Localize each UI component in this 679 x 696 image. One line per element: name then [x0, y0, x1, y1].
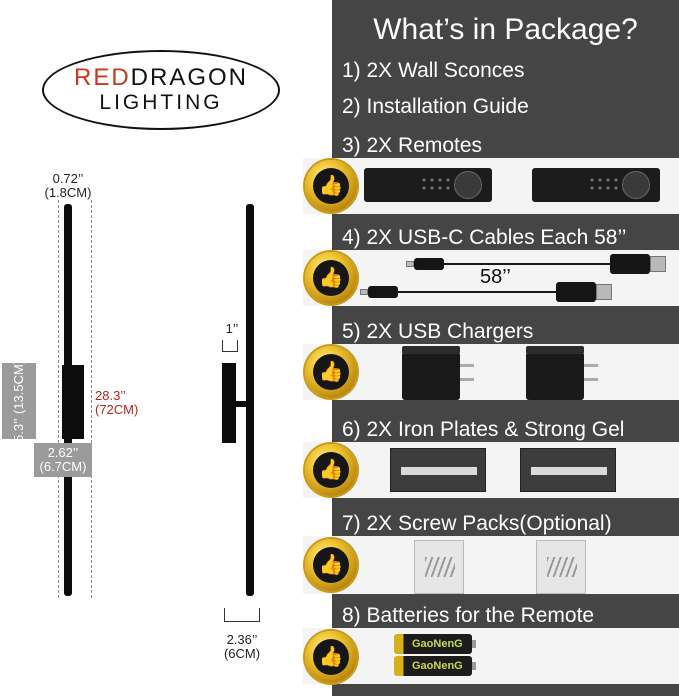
item-8-badge: 👍	[305, 631, 357, 683]
usb-charger-1	[402, 346, 460, 400]
brand-name-red: RED	[73, 64, 131, 91]
item-8-label: 8) Batteries for the Remote	[342, 604, 595, 627]
iron-plate-2	[520, 448, 616, 492]
dim-side-depth-bracket	[224, 608, 260, 622]
thumbs-up-icon: 👍	[313, 354, 349, 390]
battery-1: GaoNenG	[394, 634, 476, 654]
front-base	[62, 365, 84, 439]
usb-charger-2	[526, 346, 584, 400]
thumbs-up-icon: 👍	[313, 452, 349, 488]
dim-line-left	[58, 200, 59, 598]
package-title: What’s in Package?	[373, 13, 638, 46]
dim-side-depth: 2.36’’ (6CM)	[223, 632, 261, 661]
thumbs-up-icon: 👍	[313, 547, 349, 583]
item-2-label: 2) Installation Guide	[342, 95, 529, 118]
dim-total-length: 28.3’’ (72CM)	[95, 388, 139, 417]
cable-length-label: 58’’	[480, 266, 511, 288]
item-6-badge: 👍	[305, 444, 357, 496]
iron-plate-1	[390, 448, 486, 492]
item-7-badge: 👍	[305, 539, 357, 591]
item-3-label: 3) 2X Remotes	[342, 134, 483, 157]
dim-base-width: 2.62’’ (6.7CM)	[34, 443, 92, 477]
remote-1	[364, 168, 492, 202]
dim-side-gap: 1’’	[225, 321, 239, 336]
item-7-strip	[303, 536, 679, 594]
item-4-badge: 👍	[305, 252, 357, 304]
dim-line-right	[91, 200, 92, 598]
brand-subtitle: LIGHTING	[99, 91, 223, 114]
item-8-strip	[303, 628, 679, 684]
item-5-badge: 👍	[305, 346, 357, 398]
item-5-strip	[303, 344, 679, 400]
side-rod	[246, 204, 254, 596]
screw-pack-1	[414, 540, 464, 594]
item-4-label: 4) 2X USB-C Cables Each 58’’	[342, 226, 627, 249]
thumbs-up-icon: 👍	[313, 168, 349, 204]
item-1-label: 1) 2X Wall Sconces	[342, 59, 525, 82]
screw-pack-2	[536, 540, 586, 594]
side-base	[222, 363, 236, 443]
item-5-label: 5) 2X USB Chargers	[342, 320, 534, 343]
item-3-badge: 👍	[305, 160, 357, 212]
item-7-label: 7) 2X Screw Packs(Optional)	[342, 512, 612, 535]
item-6-label: 6) 2X Iron Plates & Strong Gel	[342, 418, 625, 441]
battery-2: GaoNenG	[394, 656, 476, 676]
thumbs-up-icon: 👍	[313, 639, 349, 675]
dim-base-height: 5.3’’ (13.5CM)	[2, 360, 36, 442]
dim-side-gap-bracket	[222, 340, 238, 352]
brand-name-black: DRAGON	[130, 64, 248, 91]
remote-2	[532, 168, 660, 202]
thumbs-up-icon: 👍	[313, 260, 349, 296]
brand-logo: REDDRAGON LIGHTING	[42, 50, 280, 130]
dim-rod-width: 0.72’’ (1.8CM)	[44, 171, 92, 200]
item-6-strip	[303, 442, 679, 498]
side-arm	[236, 401, 248, 407]
